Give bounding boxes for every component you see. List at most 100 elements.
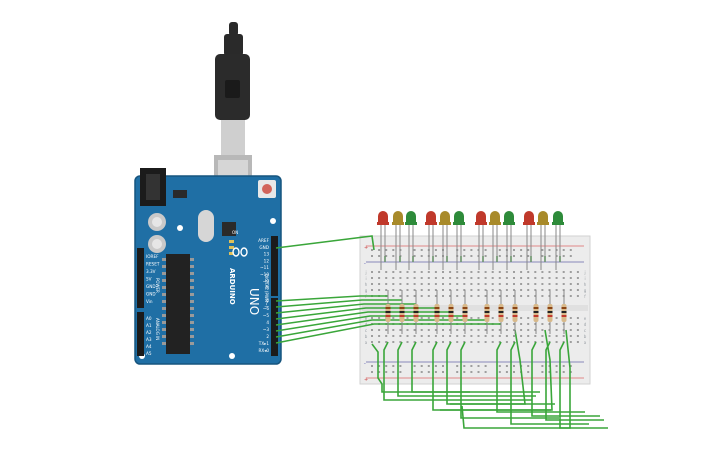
digital-label: DIGITAL (PWM~): [264, 274, 269, 308]
resistor: [462, 290, 468, 334]
wire: [275, 311, 451, 326]
wire: [275, 323, 501, 344]
center-channel: [362, 305, 588, 311]
pin-label: 8: [266, 286, 269, 291]
led-yellow: [439, 211, 451, 270]
wire: [510, 341, 589, 425]
led-yellow: [392, 211, 404, 270]
wire: [460, 341, 559, 419]
rail-label: +: [364, 245, 368, 251]
pin-label: IOREF: [146, 254, 159, 259]
pin-label: GND: [259, 245, 269, 250]
analog-header: [137, 312, 144, 356]
row-label: c: [365, 328, 367, 333]
wire: [531, 341, 600, 417]
wire: [275, 295, 388, 302]
resistor: [413, 290, 419, 334]
pin-label: ~10: [260, 272, 269, 277]
pin-label: AREF: [258, 238, 269, 243]
row-label: b: [365, 334, 368, 339]
led-red: [425, 211, 437, 270]
led-red: [377, 211, 389, 270]
led-red: [475, 211, 487, 270]
row-label: i: [584, 276, 585, 281]
wire: [411, 341, 540, 393]
resistor: [561, 290, 567, 334]
pin-label: A5: [146, 351, 152, 356]
row-label: a: [365, 340, 368, 345]
arduino-board[interactable]: ARDUINO UNO DIGITAL (PWM~) POWER ANALOG …: [134, 168, 282, 365]
resistor: [498, 290, 504, 334]
pin-label: 13: [264, 252, 270, 257]
row-label: f: [584, 294, 586, 299]
analog-label: ANALOG IN: [155, 318, 160, 340]
led-green: [405, 211, 417, 270]
pin-label: GND: [146, 284, 156, 289]
infinity-logo-icon: [232, 247, 248, 257]
pin-label: ~3: [263, 327, 270, 332]
row-label: c: [584, 328, 586, 333]
wire: [440, 329, 553, 411]
resistor: [484, 290, 490, 334]
wire: [275, 315, 465, 332]
pin-label: A4: [146, 344, 152, 349]
wire: [496, 341, 585, 413]
digital-header-top: [271, 236, 278, 296]
row-label: e: [584, 316, 587, 321]
resistor: [399, 290, 405, 334]
row-label: g: [365, 288, 368, 293]
led-yellow: [537, 211, 549, 270]
wire: [275, 303, 416, 314]
usb-cable: [214, 22, 252, 197]
rail-label: -: [364, 361, 366, 367]
led-green: [503, 211, 515, 270]
wire: [450, 329, 526, 405]
wire: [397, 341, 536, 397]
pin-label: A2: [146, 330, 152, 335]
power-label: POWER: [155, 278, 160, 293]
resistor: [385, 290, 391, 334]
wire: [275, 235, 375, 251]
row-label: e: [365, 316, 368, 321]
wire: [559, 341, 608, 429]
pin-label: ~6: [263, 306, 270, 311]
wire: [383, 341, 532, 401]
row-label: j: [583, 270, 585, 275]
pin-label: ~11: [260, 265, 269, 270]
pin-label: 4: [266, 320, 269, 325]
pin-label: 12: [264, 258, 270, 263]
brand-label: ARDUINO: [228, 268, 236, 305]
pin-label: ~9: [263, 279, 270, 284]
model-label: UNO: [247, 288, 261, 315]
wire: [275, 307, 437, 320]
power-header: [137, 248, 144, 308]
microcontroller-chip: [166, 254, 190, 354]
rail-label: +: [364, 377, 368, 383]
pin-label: ~5: [263, 313, 270, 318]
rail-label: -: [364, 261, 366, 267]
resistor: [434, 290, 440, 334]
pin-label: A0: [146, 316, 152, 321]
crystal: [198, 210, 214, 242]
on-label: ON: [232, 230, 238, 235]
led-green: [453, 211, 465, 270]
wire: [275, 299, 402, 308]
pin-label: Vin: [146, 299, 153, 304]
pin-label: GND: [146, 292, 156, 297]
resistors: [385, 290, 567, 334]
resistor: [512, 290, 518, 334]
resistor: [533, 290, 539, 334]
pin-label: 7: [266, 299, 269, 304]
pin-label: A3: [146, 337, 152, 342]
led-yellow: [489, 211, 501, 270]
led-red: [523, 211, 535, 270]
wire: [461, 329, 571, 429]
pin-label: 5V: [146, 277, 152, 282]
pin-label: TX▸1: [258, 341, 270, 346]
row-label: d: [365, 322, 368, 327]
led-green: [552, 211, 564, 270]
pin-label: A1: [146, 323, 152, 328]
resistor: [547, 290, 553, 334]
pin-label: 3.3V: [146, 269, 156, 274]
